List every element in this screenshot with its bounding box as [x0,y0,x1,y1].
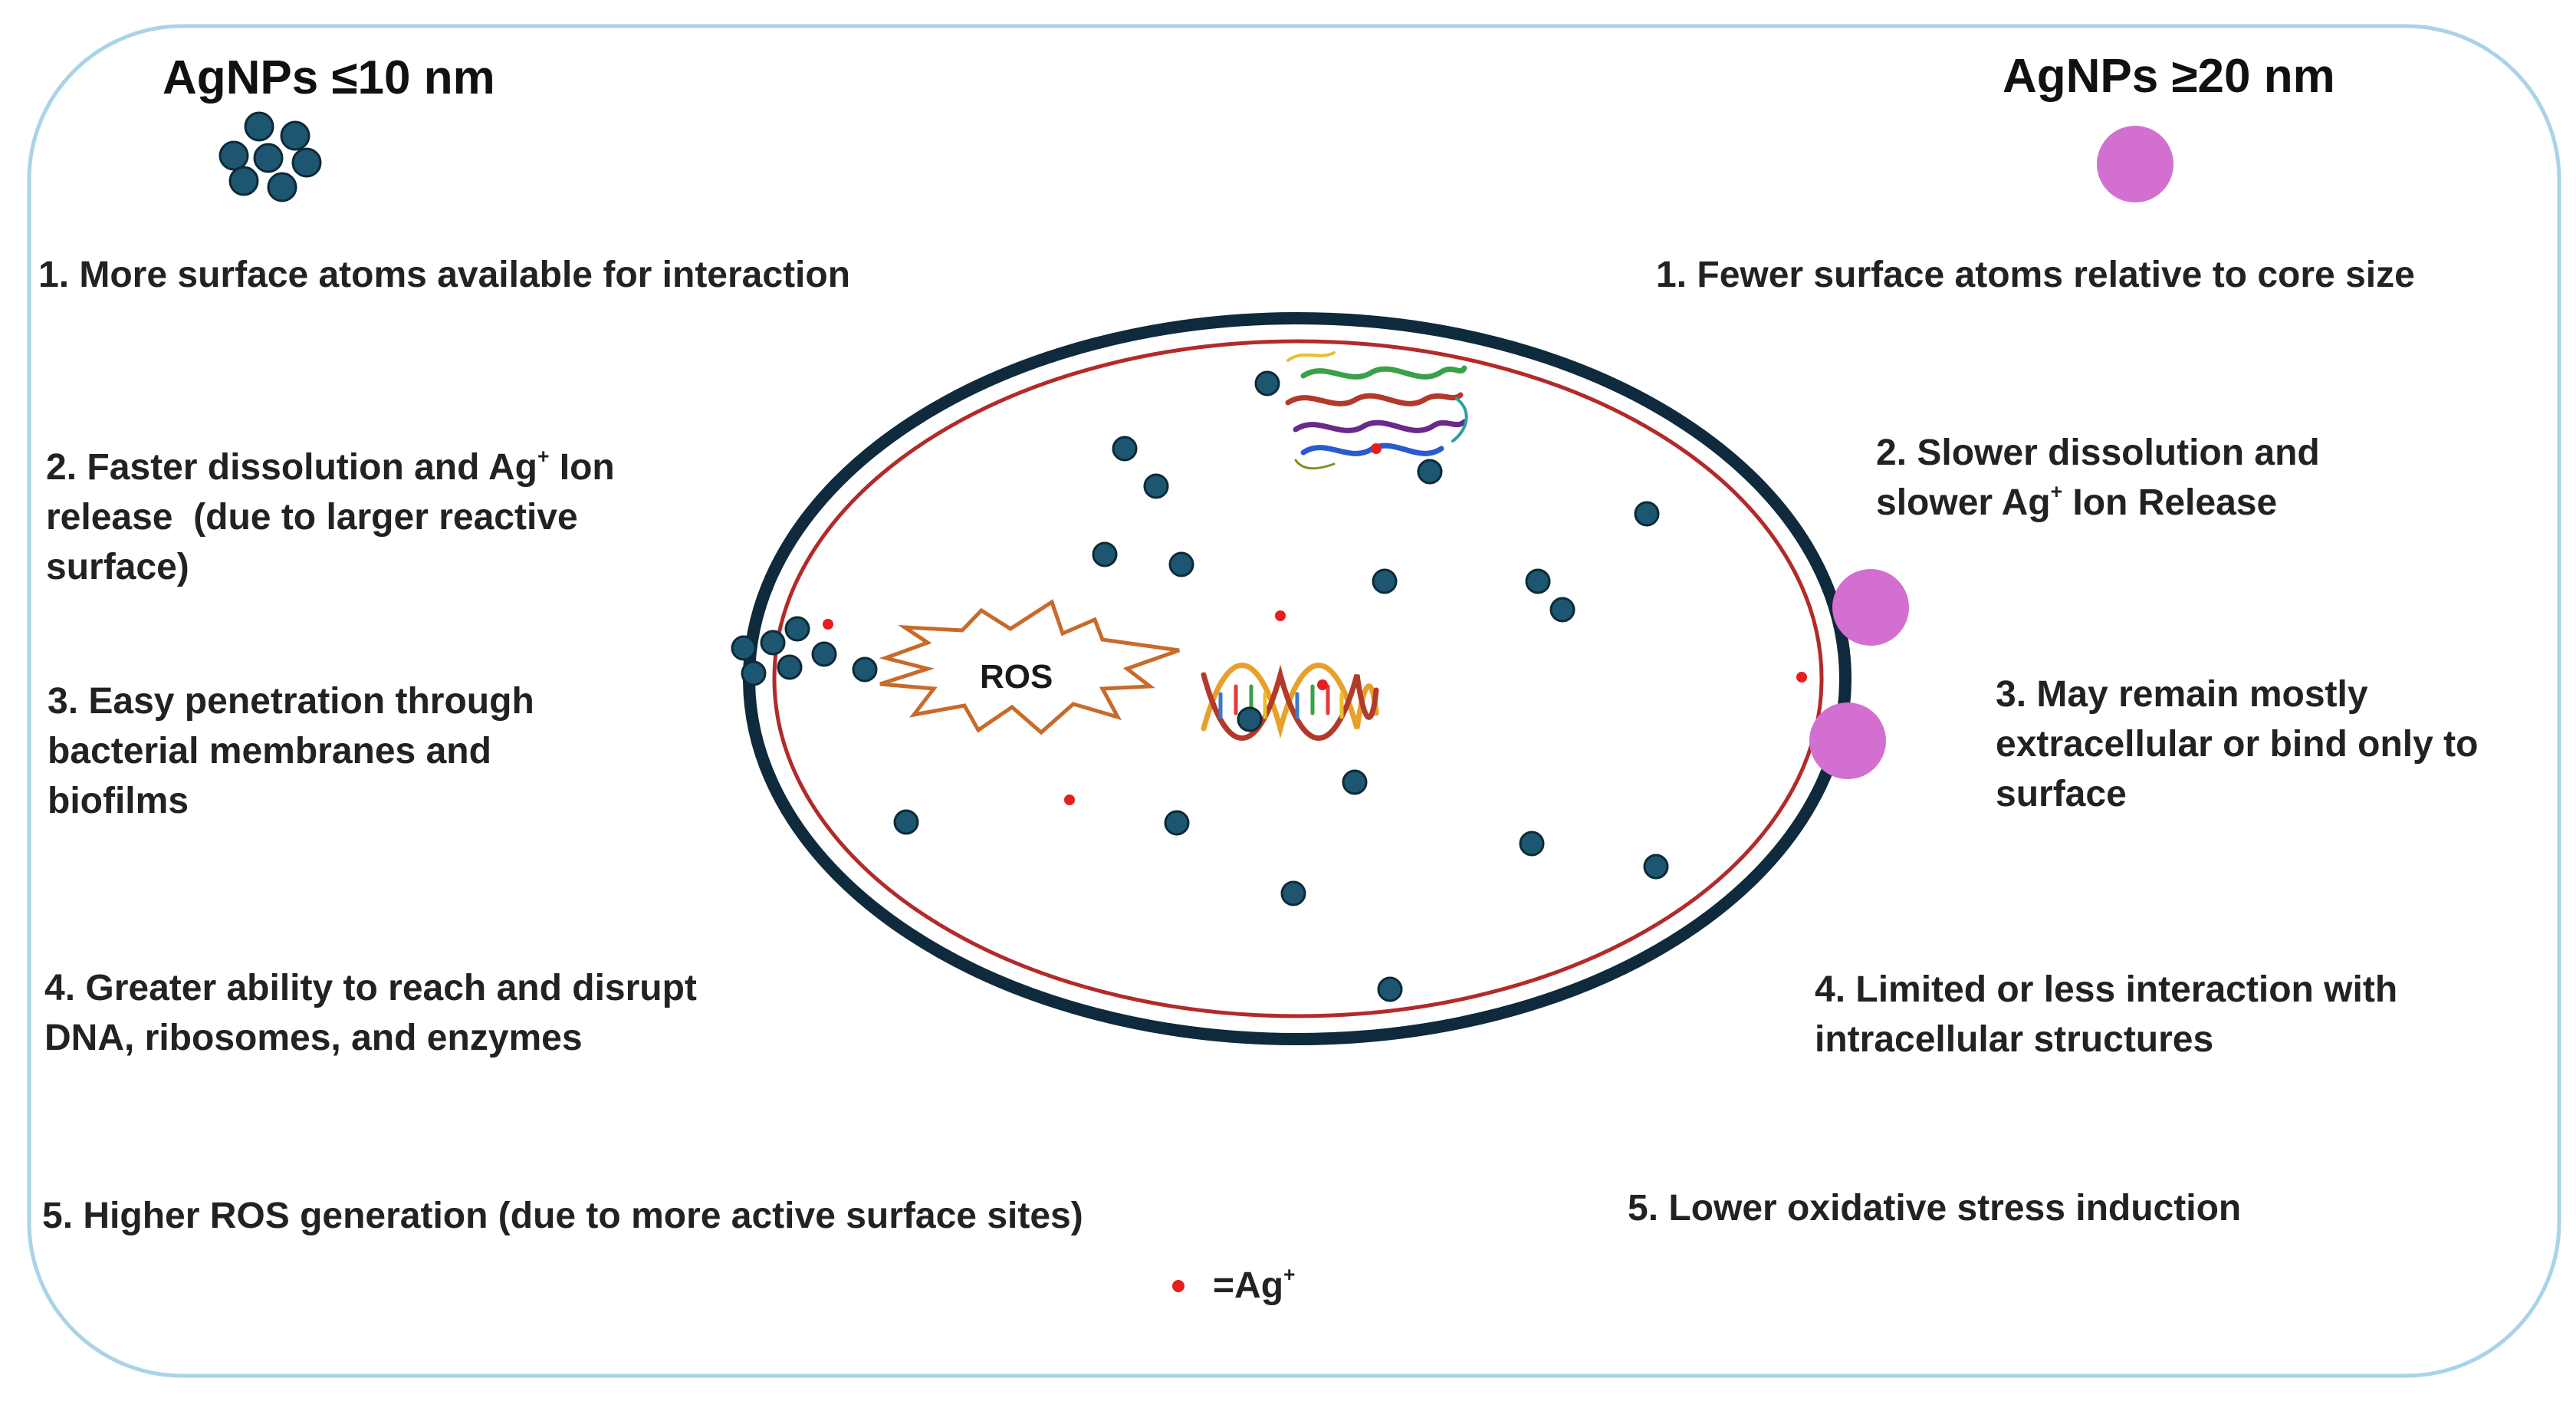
small-nanoparticle [741,660,767,686]
small-nanoparticle [1634,501,1660,527]
silver-ions [823,443,1807,805]
ag-ion-dot [823,619,833,630]
left-item-5-line-1: 5. Higher ROS generation (due to more ac… [42,1196,1083,1236]
small-nanoparticle [1417,459,1443,485]
small-nanoparticle [253,143,284,173]
small-nanoparticle [731,635,757,661]
small-nanoparticle [291,147,322,178]
small-nanoparticle [244,111,274,142]
small-nanoparticle [1280,880,1306,906]
left-item-4-line-1: 4. Greater ability to reach and disrupt [44,968,697,1008]
small-nanoparticle [760,630,786,656]
ag-ion-dot [1796,672,1807,683]
small-nanoparticle [1092,541,1118,567]
small-nanoparticle [893,809,919,835]
ros-burst-icon [879,599,1180,735]
small-nanoparticle [1372,568,1398,594]
right-item-3: 3. May remain mostly extracellular or bi… [1996,669,2478,819]
ag-ion-dot [1275,610,1286,621]
left-item-2-line-2: release (due to larger reactive [46,497,578,538]
ros-label: ROS [980,658,1053,696]
dna-helix-icon [1201,663,1379,741]
attached-small-nanoparticles [731,616,878,686]
internalized-small-nanoparticles [893,370,1669,1002]
small-nanoparticle [267,172,297,202]
left-item-2-line-1: 2. Faster dissolution and Ag+ Ion [46,445,615,488]
left-item-3-line-1: 3. Easy penetration through [48,681,534,722]
right-item-4-line-1: 4. Limited or less interaction with [1815,969,2398,1010]
ag-ion-dot [1317,679,1328,690]
small-nanoparticle [777,654,803,680]
left-item-4-line-2: DNA, ribosomes, and enzymes [44,1018,583,1058]
small-nanoparticle [1143,473,1169,499]
right-item-1-line-1: 1. Fewer surface atoms relative to core … [1656,255,2415,295]
small-nanoparticle [852,656,878,683]
right-item-3-line-2: extracellular or bind only to [1996,724,2479,765]
right-item-3-line-1: 3. May remain mostly [1996,674,2368,715]
left-item-5: 5. Higher ROS generation (due to more ac… [42,1191,1083,1241]
small-nanoparticle [784,616,810,642]
outer-frame [27,24,2561,1378]
right-item-2-line-1: 2. Slower dissolution and [1876,433,2320,473]
legend-label: =Ag [1213,1265,1284,1306]
ag-ion-dot [1064,794,1075,805]
small-nanoparticle [1519,831,1545,857]
right-item-2-line-2: slower Ag+ Ion Release [1876,480,2278,523]
small-nanoparticle [1377,976,1403,1002]
inner-membrane [772,339,1824,1018]
right-item-1: 1. Fewer surface atoms relative to core … [1656,250,2415,300]
right-item-5: 5. Lower oxidative stress induction [1628,1183,2241,1233]
large-nanoparticle-bound [1809,702,1886,779]
small-nanoparticle [280,120,310,151]
legend-label-sup: + [1283,1263,1296,1287]
small-nanoparticle [1237,706,1263,732]
small-nanoparticle [228,166,259,196]
left-item-3-line-2: bacterial membranes and [48,731,491,771]
right-item-4-line-2: intracellular structures [1815,1019,2214,1060]
small-nanoparticle [1643,854,1669,880]
legend-ag-ion-dot [1172,1280,1184,1292]
protein-enzyme-icon [1285,351,1468,470]
left-item-1: 1. More surface atoms available for inte… [38,250,850,300]
small-nanoparticle [1168,551,1194,577]
left-item-2-line-3: surface) [46,547,189,587]
small-nanoparticle [1342,769,1368,795]
left-item-4: 4. Greater ability to reach and disrupt … [44,963,697,1063]
small-nanoparticle-cluster-icon [219,111,322,202]
left-item-1-line-1: 1. More surface atoms available for inte… [38,255,851,295]
left-item-2: 2. Faster dissolution and Ag+ Ion releas… [46,442,615,592]
small-nanoparticle [219,140,249,171]
large-nanoparticle-icon [2097,126,2174,202]
right-item-4: 4. Limited or less interaction with intr… [1815,965,2397,1064]
small-nanoparticle [1164,810,1190,836]
right-title: AgNPs ≥20 nm [2003,50,2335,103]
small-nanoparticle [1525,568,1551,594]
ag-ion-dot [1371,443,1382,454]
left-item-3: 3. Easy penetration through bacterial me… [48,676,534,826]
right-item-3-line-3: surface [1996,774,2127,814]
small-nanoparticle [1112,436,1138,462]
legend-ag-ion: =Ag+ [1213,1261,1295,1311]
left-item-3-line-3: biofilms [48,781,189,821]
small-nanoparticle [811,641,837,667]
left-title: AgNPs ≤10 nm [163,51,495,104]
right-item-5-line-1: 5. Lower oxidative stress induction [1628,1188,2242,1229]
large-nanoparticle-bound [1832,569,1909,646]
small-nanoparticle [1549,597,1576,623]
small-nanoparticle [1254,370,1280,396]
right-item-2: 2. Slower dissolution and slower Ag+ Ion… [1876,428,2320,528]
